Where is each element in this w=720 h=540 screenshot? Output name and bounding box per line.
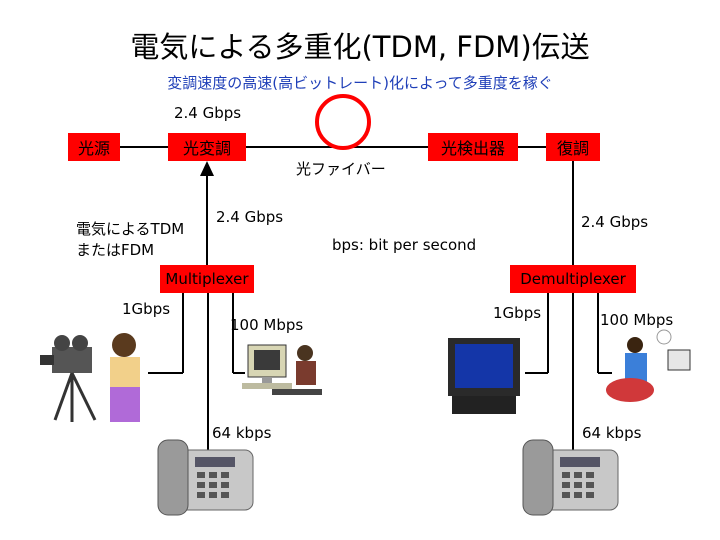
fiber-coil-icon bbox=[315, 94, 371, 150]
light-detector-box: 光検出器 bbox=[428, 133, 518, 161]
right-computer-rate: 100 Mbps bbox=[600, 311, 674, 329]
bps-note: bps: bit per second bbox=[332, 236, 477, 254]
demodulator-box: 復調 bbox=[546, 133, 600, 161]
rate-left-label: 2.4 Gbps bbox=[216, 208, 284, 226]
demultiplexer-box: Demultiplexer bbox=[510, 265, 636, 293]
video-camera-icon bbox=[40, 335, 97, 422]
fiber-label: 光ファイバー bbox=[296, 160, 386, 178]
office-worker-icon bbox=[606, 329, 691, 402]
note-line-2: またはFDM bbox=[76, 241, 155, 259]
presenter-person-icon bbox=[110, 333, 140, 422]
light-modulator-box: 光変調 bbox=[168, 133, 246, 161]
left-telephone-icon bbox=[157, 439, 254, 516]
subtitle: 変調速度の高速(高ビットレート)化によって多重度を稼ぐ bbox=[167, 74, 553, 92]
computer-user-icon bbox=[242, 344, 322, 395]
page-title: 電気による多重化(TDM, FDM)伝送 bbox=[130, 30, 590, 64]
right-phone-rate: 64 kbps bbox=[582, 424, 642, 442]
left-computer-rate: 100 Mbps bbox=[230, 316, 304, 334]
rate-right-label: 2.4 Gbps bbox=[581, 213, 649, 231]
multiplexer-box: Multiplexer bbox=[160, 265, 254, 293]
television-icon bbox=[448, 338, 520, 414]
arrow-up-icon bbox=[200, 161, 214, 176]
right-telephone-icon bbox=[522, 439, 619, 516]
left-video-rate: 1Gbps bbox=[122, 300, 171, 318]
right-tv-rate: 1Gbps bbox=[493, 304, 542, 322]
rate-top-label: 2.4 Gbps bbox=[174, 104, 242, 122]
light-source-box: 光源 bbox=[68, 133, 120, 161]
note-line-1: 電気によるTDM bbox=[76, 220, 185, 238]
left-phone-rate: 64 kbps bbox=[212, 424, 272, 442]
